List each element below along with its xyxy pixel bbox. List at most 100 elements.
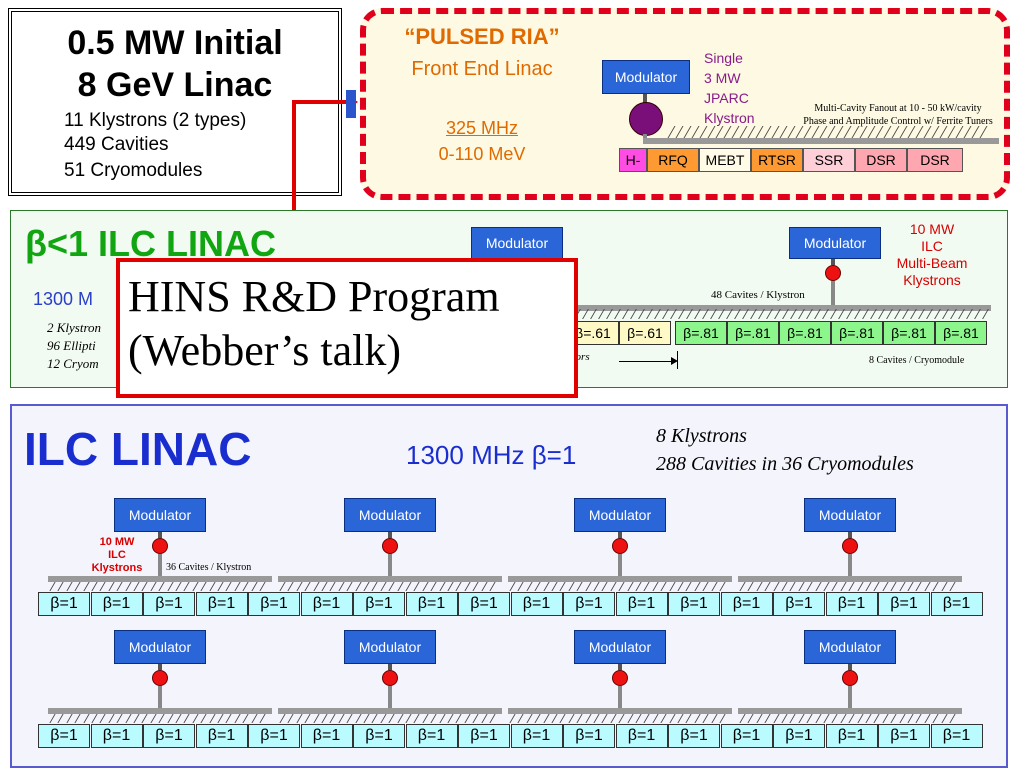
fanout-tick (610, 582, 617, 591)
fanout-tick (91, 582, 98, 591)
beta-cell-061-2: β=.61 (619, 321, 671, 345)
ilc-modulator-lead (848, 532, 852, 538)
fanout-tick (886, 309, 893, 319)
ilc-cavity-cell: β=1 (300, 592, 353, 616)
ilc-cavity-cell: β=1 (38, 592, 90, 616)
ilc-modulator-lead (848, 664, 852, 670)
fanout-tick (955, 126, 964, 138)
fanout-tick (932, 582, 939, 591)
fanout-tick (635, 582, 642, 591)
fanout-tick (747, 714, 754, 723)
fanout-tick (942, 309, 949, 319)
fanout-tick (259, 582, 266, 591)
fanout-tick (480, 714, 488, 723)
ilc-cavity-cell: β=1 (353, 724, 405, 748)
beta-lt1-frequency: 1300 M (33, 289, 94, 309)
pulsed-ria-box: “PULSED RIA” Front End Linac 325 MHz 0-1… (360, 8, 1010, 200)
fanout-tick (678, 309, 685, 319)
cryo-arrow-line (619, 361, 675, 362)
ilc-fanout-bar (508, 576, 732, 582)
fanout-tick (175, 582, 182, 591)
fanout-tick (823, 582, 830, 591)
ilc-klystron-icon (842, 538, 858, 554)
ilc-modulator-lead (158, 532, 162, 538)
fanout-tick (405, 714, 412, 723)
fanout-tick (526, 714, 533, 723)
fanout-tick (321, 714, 328, 723)
fanout-tick (838, 309, 845, 319)
fanout-tick (371, 582, 378, 591)
fanout-tick (848, 582, 855, 591)
fanout-tick (890, 714, 897, 723)
beta-lt1-klystron-label-3: Multi-Beam (896, 255, 968, 271)
ilc-modulator: Modulator (344, 630, 436, 664)
fanout-tick (790, 309, 797, 319)
segment-ssr: SSR (803, 148, 855, 172)
fanout-tick (200, 582, 207, 591)
segment-dsr-2: DSR (907, 148, 963, 172)
ilc-note-klystrons: 8 Klystrons (656, 425, 747, 447)
fanout-tick (915, 126, 924, 138)
fanout-tick (166, 714, 174, 723)
fanout-tick (422, 714, 429, 723)
fanout-tick (584, 582, 592, 591)
ilc-modulator: Modulator (804, 498, 896, 532)
ilc-cavity-cell: β=1 (405, 592, 458, 616)
ilc-cavity-cell: β=1 (615, 724, 668, 748)
ilc-cavity-cell: β=1 (353, 592, 405, 616)
fanout-tick (329, 582, 336, 591)
fanout-tick (747, 582, 754, 591)
fanout-tick (971, 126, 980, 138)
ilc-klystron-icon (842, 670, 858, 686)
fanout-tick (517, 582, 524, 591)
fanout-tick (694, 582, 701, 591)
fanout-tick (806, 582, 813, 591)
fanout-tick (670, 309, 677, 319)
fanout-tick (234, 582, 241, 591)
initial-klystrons: 11 Klystrons (2 types) (64, 110, 247, 131)
fanout-tick (242, 714, 249, 723)
ilc-cavity-cell: β=1 (668, 592, 720, 616)
fanout-tick (438, 714, 446, 723)
ilc-cavity-cell: β=1 (720, 592, 773, 616)
fanout-tick (694, 714, 701, 723)
fanout-tick (865, 582, 872, 591)
fanout-tick (584, 714, 592, 723)
fanout-tick (856, 714, 864, 723)
ilc-klystron-icon (382, 670, 398, 686)
ilc-modulator-lead (618, 532, 622, 538)
ilc-klystron-stem (618, 554, 622, 580)
fanout-tick (764, 582, 771, 591)
fanout-tick (891, 126, 900, 138)
fanout-tick (806, 309, 813, 319)
ilc-cavity-cell: β=1 (510, 724, 563, 748)
fanout-tick (559, 582, 566, 591)
fanout-tick (559, 714, 566, 723)
ilc-modulator-lead (388, 664, 392, 670)
hins-line2: (Webber’s talk) (128, 326, 401, 375)
fanout-tick (795, 126, 804, 138)
fanout-tick (677, 582, 684, 591)
fanout-tick (719, 714, 726, 723)
connector-stub (346, 90, 356, 118)
fanout-tick (643, 582, 650, 591)
beta-lt1-klystron-label-1: 10 MW (909, 221, 955, 237)
fanout-tick (907, 582, 914, 591)
ilc-cavity-cell: β=1 (773, 592, 825, 616)
cryo-arrow-head (671, 357, 678, 365)
fanout-tick (438, 582, 446, 591)
ilc-modulator: Modulator (114, 498, 206, 532)
fanout-tick (947, 126, 956, 138)
fanout-tick (116, 582, 123, 591)
beta-lt1-cavities-per-klystron: 48 Cavites / Klystron (711, 289, 805, 301)
ria-klystron-label-2: 3 MW (704, 70, 741, 86)
fanout-tick (848, 714, 855, 723)
fanout-tick (371, 714, 378, 723)
fanout-tick (472, 582, 479, 591)
ilc-cavity-cell: β=1 (90, 592, 143, 616)
fanout-tick (124, 582, 132, 591)
fanout-tick (814, 714, 822, 723)
fanout-tick (66, 582, 73, 591)
fanout-tick (380, 714, 387, 723)
fanout-tick (57, 714, 64, 723)
